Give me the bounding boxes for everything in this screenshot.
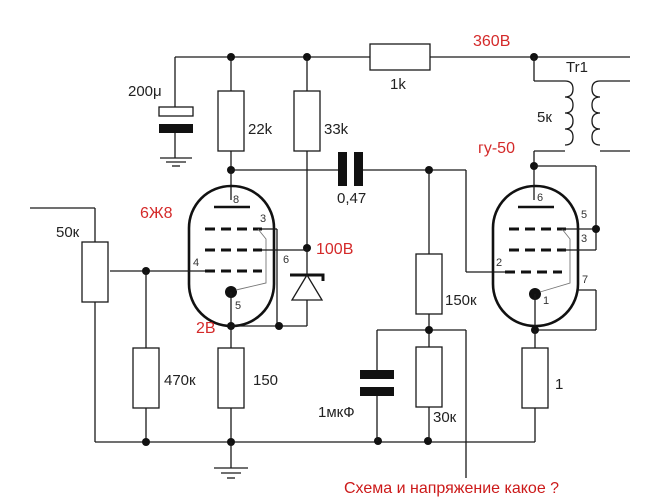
resistor-150k bbox=[415, 170, 443, 347]
resistor-1 bbox=[521, 330, 549, 442]
capacitor-1uf bbox=[360, 330, 394, 441]
pin-1-out: 1 bbox=[543, 295, 549, 307]
resistor-470k bbox=[132, 271, 160, 443]
label-50k: 50к bbox=[56, 224, 80, 241]
label-1k: 1k bbox=[390, 76, 406, 93]
label-5k: 5к bbox=[537, 109, 552, 126]
tube-label-gu50: гу-50 bbox=[478, 140, 515, 157]
pin-8: 8 bbox=[233, 194, 239, 206]
label-33k: 33k bbox=[324, 121, 349, 138]
pin-5: 5 bbox=[235, 300, 241, 312]
pin-6-out: 6 bbox=[537, 192, 543, 204]
pin-2-out: 2 bbox=[496, 257, 502, 269]
capacitor-200u bbox=[158, 57, 194, 167]
label-047: 0,47 bbox=[337, 190, 366, 207]
label-tr1: Tr1 bbox=[566, 59, 588, 76]
label-22k: 22k bbox=[248, 121, 273, 138]
zener-diode bbox=[290, 248, 325, 326]
label-200u: 200μ bbox=[128, 83, 162, 100]
voltage-2: 2В bbox=[196, 320, 216, 337]
label-470k: 470к bbox=[164, 372, 196, 389]
voltage-100: 100В bbox=[316, 241, 353, 258]
pin-3-out: 3 bbox=[581, 233, 587, 245]
tube-gu50 bbox=[491, 166, 600, 334]
label-1uf: 1мкФ bbox=[318, 404, 355, 421]
pin-4: 4 bbox=[193, 257, 199, 269]
transformer-tr1 bbox=[530, 57, 630, 200]
resistor-22k bbox=[217, 57, 245, 200]
cathode-node bbox=[227, 322, 307, 330]
resistor-33k bbox=[293, 57, 321, 252]
pin-6: 6 bbox=[283, 254, 289, 266]
pin-7-out: 7 bbox=[582, 274, 588, 286]
label-30k: 30к bbox=[433, 409, 457, 426]
tube-label-6zh8: 6Ж8 bbox=[140, 205, 173, 222]
pin-3: 3 bbox=[260, 213, 266, 225]
caption-question: Схема и напряжение какое ? bbox=[344, 480, 559, 497]
potentiometer-50k bbox=[30, 207, 109, 442]
resistor-30k bbox=[415, 346, 443, 441]
resistor-1k bbox=[369, 43, 431, 71]
voltage-360: 360В bbox=[473, 33, 510, 50]
pin-5-out: 5 bbox=[581, 209, 587, 221]
divider-node bbox=[377, 326, 467, 478]
ground-rail bbox=[95, 437, 535, 479]
label-150: 150 bbox=[253, 372, 278, 389]
label-1: 1 bbox=[555, 376, 563, 393]
resistor-150 bbox=[217, 326, 245, 443]
label-150k: 150к bbox=[445, 292, 477, 309]
